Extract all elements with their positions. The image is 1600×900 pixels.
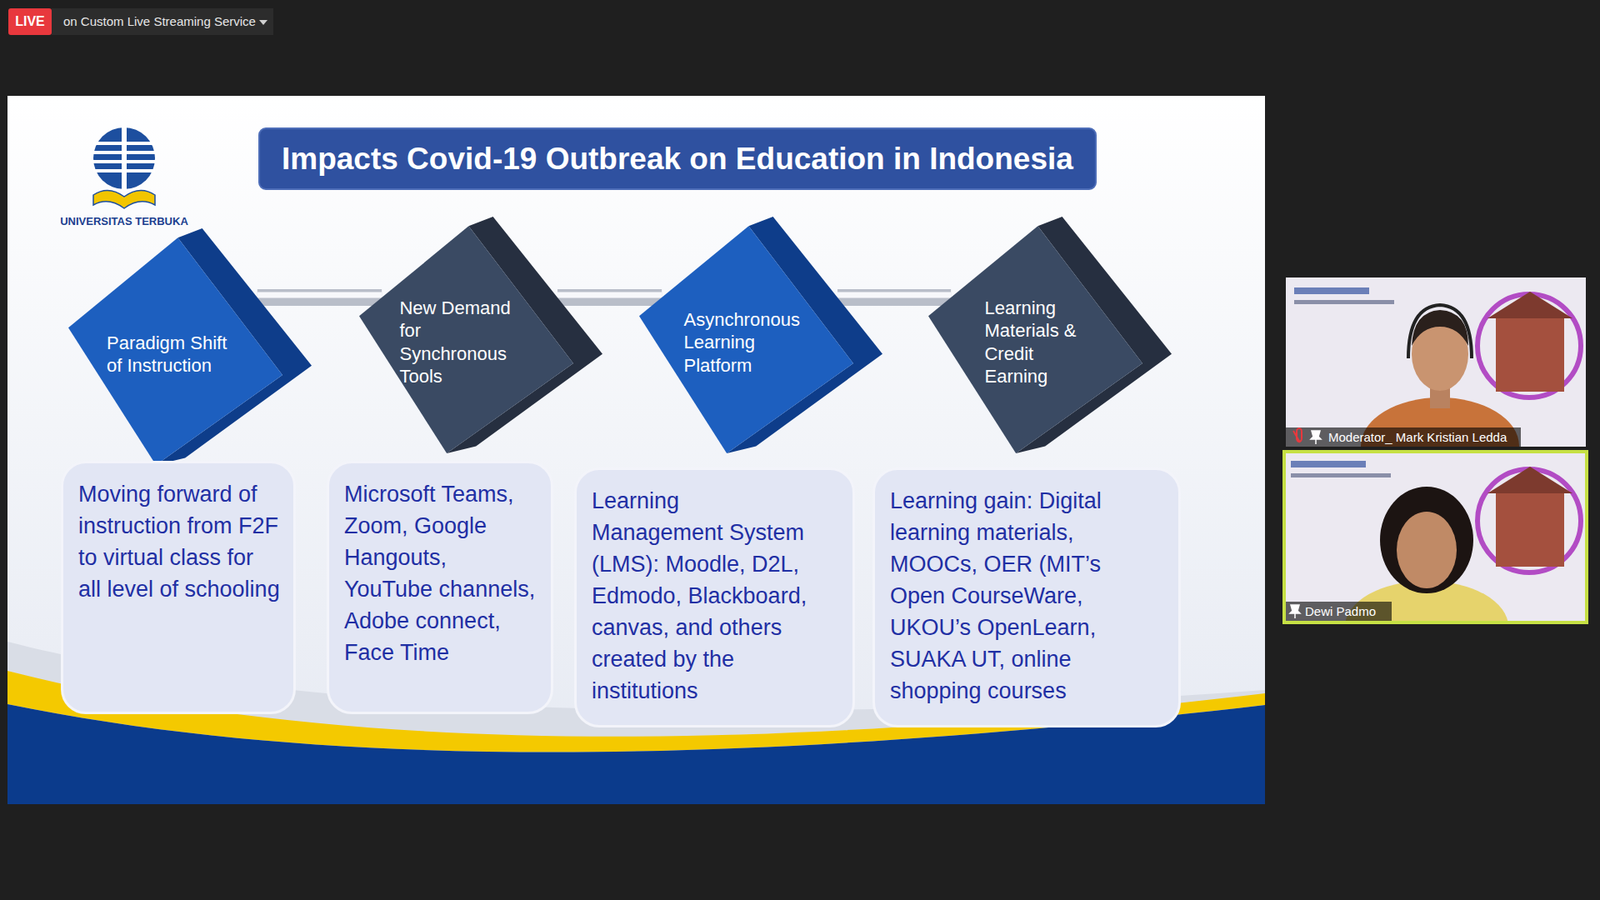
title-bar: Impacts Covid-19 Outbreak on Education i… bbox=[258, 127, 1097, 190]
active-speaker-border bbox=[1284, 451, 1587, 623]
description-box: Learning Management System (LMS): Moodle… bbox=[574, 467, 855, 728]
stream-dropdown bbox=[51, 8, 274, 35]
person-hair bbox=[1380, 486, 1474, 594]
participant-name: Moderator_ Mark Kristian Ledda bbox=[1328, 428, 1507, 447]
description-text: Learning gain: Digital learning material… bbox=[890, 485, 1153, 707]
tube-body bbox=[557, 289, 662, 306]
person-headset bbox=[1408, 305, 1472, 359]
tube-body bbox=[257, 289, 382, 306]
university-logo bbox=[93, 127, 155, 209]
video-tile-speaker bbox=[1282, 450, 1589, 625]
description-text: Moving forward of instruction from F2F t… bbox=[78, 478, 282, 605]
muted-mic-icon bbox=[1293, 428, 1302, 443]
diamond-shape bbox=[359, 216, 603, 454]
description-text: Learning Management System (LMS): Moodle… bbox=[591, 485, 817, 707]
diamond-face bbox=[68, 237, 283, 465]
diamond-shape bbox=[639, 216, 883, 454]
participant-name: Dewi Padmo bbox=[1305, 602, 1376, 621]
diamond-face bbox=[359, 225, 574, 454]
connector-tube bbox=[257, 295, 382, 298]
pin-icon bbox=[1310, 430, 1321, 445]
slide-title: Impacts Covid-19 Outbreak on Education i… bbox=[281, 141, 1074, 176]
logo-book bbox=[93, 190, 155, 209]
name-bar bbox=[1285, 427, 1521, 447]
tube-body bbox=[837, 289, 951, 306]
connector-tube bbox=[837, 295, 951, 298]
video-tile-moderator bbox=[1285, 277, 1586, 447]
step-label: Learning Materials & Credit Earning bbox=[984, 296, 1086, 389]
tube-highlight bbox=[837, 292, 951, 299]
step-label: Asynchronous Learning Platform bbox=[683, 307, 809, 377]
backdrop-roof bbox=[1487, 466, 1573, 494]
step-diamond: Asynchronous Learning Platform bbox=[639, 216, 883, 454]
step-diamond: New Demand for Synchronous Tools bbox=[359, 216, 603, 454]
person-head bbox=[1396, 511, 1457, 589]
dropdown-caret bbox=[259, 20, 268, 25]
slide-background bbox=[7, 95, 1265, 805]
backdrop-text bbox=[1290, 473, 1391, 478]
step-diamond: Learning Materials & Credit Earning bbox=[928, 216, 1172, 454]
name-bar bbox=[1282, 601, 1392, 622]
backdrop-roof bbox=[1487, 291, 1573, 319]
tube-highlight bbox=[257, 292, 382, 299]
description-box: Moving forward of instruction from F2F t… bbox=[60, 460, 296, 715]
step-diamond: Paradigm Shift of Instruction bbox=[68, 228, 312, 465]
stream-service-text: on Custom Live Streaming Service bbox=[63, 8, 256, 35]
backdrop-logos bbox=[1294, 287, 1370, 295]
connector-tube bbox=[557, 295, 662, 298]
diamond-face bbox=[639, 225, 854, 454]
logo-globe bbox=[93, 127, 155, 190]
step-label: New Demand for Synchronous Tools bbox=[399, 296, 533, 389]
pin-icon bbox=[1290, 605, 1300, 619]
logo-stem bbox=[121, 127, 127, 190]
live-badge-text: LIVE bbox=[8, 8, 52, 35]
description-box: Learning gain: Digital learning material… bbox=[872, 467, 1181, 728]
backdrop-text bbox=[1294, 300, 1395, 305]
backdrop-logos bbox=[1290, 460, 1366, 468]
diamond-face bbox=[928, 225, 1143, 454]
description-box: Microsoft Teams, Zoom, Google Hangouts, … bbox=[326, 460, 554, 715]
live-badge bbox=[8, 8, 52, 35]
description-text: Microsoft Teams, Zoom, Google Hangouts, … bbox=[344, 478, 541, 669]
backdrop-building bbox=[1495, 316, 1565, 392]
step-label: Paradigm Shift of Instruction bbox=[106, 330, 245, 377]
tube-highlight bbox=[557, 292, 662, 299]
backdrop-building bbox=[1495, 491, 1565, 567]
logo-wordmark: UNIVERSITAS TERBUKA bbox=[49, 215, 200, 229]
